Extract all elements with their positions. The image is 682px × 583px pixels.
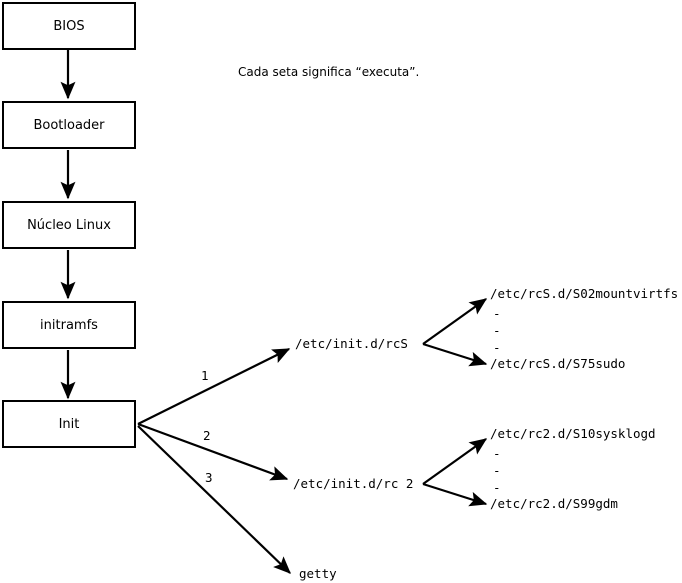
rc2-last-script[interactable]: /etc/rc2.d/S99gdm [490,496,618,511]
node-init[interactable]: Init [2,400,136,448]
node-bootloader-label: Bootloader [33,117,105,133]
branch-number-3: 3 [205,470,213,485]
node-init-label: Init [58,416,80,432]
node-bootloader[interactable]: Bootloader [2,101,136,149]
rc2-ellipsis-2: - [493,463,501,478]
branch-number-2: 2 [203,428,211,443]
node-initramfs-label: initramfs [40,317,98,333]
node-bios-label: BIOS [53,18,85,34]
branch-number-1: 1 [201,368,209,383]
rc2-first-script[interactable]: /etc/rc2.d/S10sysklogd [490,426,656,441]
node-rcs-script[interactable]: /etc/init.d/rcS [295,336,408,351]
rcs-ellipsis-1: - [493,306,501,321]
node-initramfs[interactable]: initramfs [2,301,136,349]
edge-rcs-to-last-script [422,342,488,367]
edge-rc2-to-first-script [422,438,488,485]
edge-init-to-getty [137,425,291,574]
rcs-ellipsis-2: - [493,323,501,338]
rc2-ellipsis-1: - [493,446,501,461]
node-bios[interactable]: BIOS [2,2,136,50]
rcs-first-script[interactable]: /etc/rcS.d/S02mountvirtfs [490,286,679,301]
node-getty[interactable]: getty [299,566,337,581]
edge-rcs-to-first-script [422,298,488,345]
rc2-ellipsis-3: - [493,480,501,495]
legend-note: Cada seta significa “executa”. [238,65,420,79]
edge-rc2-to-last-script [422,482,488,507]
node-kernel-label: Núcleo Linux [27,217,111,233]
node-rc2-script[interactable]: /etc/init.d/rc 2 [293,476,414,491]
node-kernel[interactable]: Núcleo Linux [2,201,136,249]
rcs-last-script[interactable]: /etc/rcS.d/S75sudo [490,356,626,371]
rcs-ellipsis-3: - [493,340,501,355]
edge-init-to-rcs [137,348,291,425]
